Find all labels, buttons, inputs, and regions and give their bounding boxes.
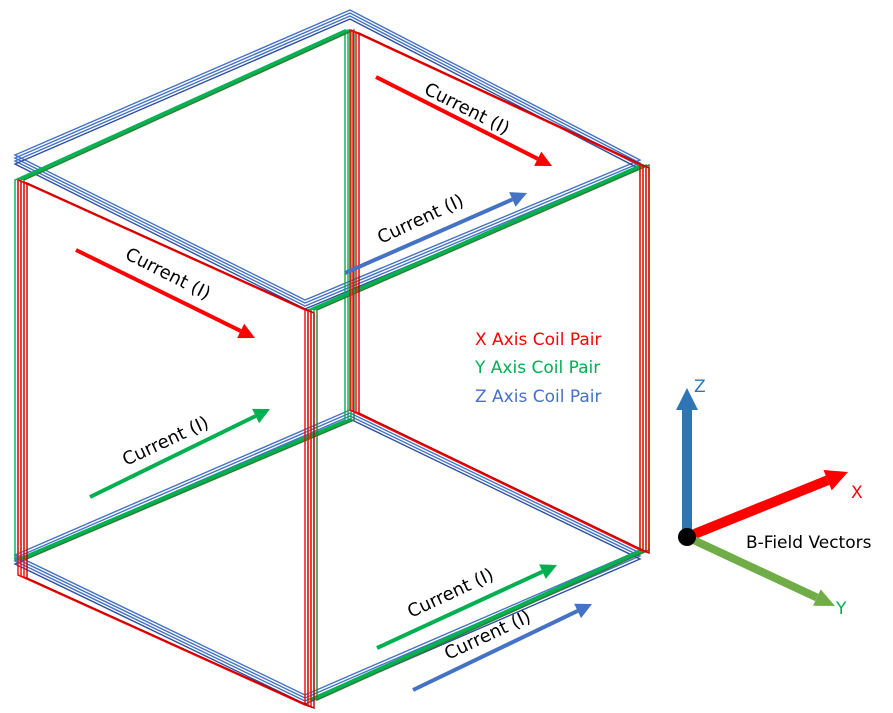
current-arrow-bottom-y-head bbox=[539, 564, 557, 579]
y-coil-frame bbox=[316, 163, 650, 702]
z-axis-label: Z bbox=[694, 377, 706, 397]
y-coil-frame bbox=[307, 163, 641, 702]
legend-y-coil: Y Axis Coil Pair bbox=[474, 358, 600, 378]
current-arrow-left-face-y-head bbox=[252, 408, 270, 424]
x-coil-frame bbox=[355, 30, 647, 554]
y-axis-label: Y bbox=[835, 599, 847, 619]
current-arrow-bottom-y-shaft bbox=[376, 569, 544, 650]
x-coil-frame bbox=[352, 29, 644, 553]
current-arrow-left-face-x-head bbox=[237, 323, 255, 339]
x-vector-shaft bbox=[685, 475, 830, 542]
z-coil-frame bbox=[13, 409, 642, 696]
x-axis-label: X bbox=[851, 483, 863, 503]
legend-x-coil: X Axis Coil Pair bbox=[475, 330, 601, 350]
x-coil-frame bbox=[349, 28, 641, 552]
current-arrow-bottom-z-head bbox=[574, 603, 592, 619]
current-arrow-top-back-x-shaft bbox=[375, 75, 539, 161]
y-vector-shaft bbox=[685, 533, 819, 602]
current-arrow-left-face-x-shaft bbox=[75, 248, 242, 333]
x-coil-frame bbox=[358, 31, 650, 555]
y-coil-frame bbox=[310, 163, 644, 702]
z-coil-frame bbox=[13, 9, 642, 301]
current-arrow-top-front-z-head bbox=[509, 192, 527, 207]
y-coil-frame bbox=[17, 28, 349, 562]
current-arrow-top-front-z-shaft bbox=[344, 197, 514, 275]
legend-z-coil: Z Axis Coil Pair bbox=[475, 387, 601, 407]
x-coil-frame bbox=[26, 181, 315, 710]
b-field-vectors bbox=[676, 388, 848, 606]
current-arrows bbox=[75, 75, 592, 692]
z-coil-frame bbox=[13, 412, 642, 699]
current-arrow-bottom-z-shaft bbox=[412, 609, 579, 692]
current-arrow-left-face-y-shaft bbox=[89, 414, 257, 499]
z-coil-frame bbox=[13, 418, 642, 705]
z-coil-frame bbox=[13, 415, 642, 702]
y-coil-frame bbox=[14, 28, 346, 562]
x-vector-head bbox=[823, 470, 848, 491]
origin-dot bbox=[678, 528, 696, 546]
y-vector-head bbox=[813, 589, 835, 606]
b-field-caption: B-Field Vectors bbox=[746, 533, 872, 553]
z-coil-frame bbox=[13, 12, 642, 304]
coil-frames bbox=[13, 9, 650, 710]
current-arrow-top-back-x-head bbox=[534, 151, 552, 166]
z-vector-head bbox=[676, 388, 698, 410]
